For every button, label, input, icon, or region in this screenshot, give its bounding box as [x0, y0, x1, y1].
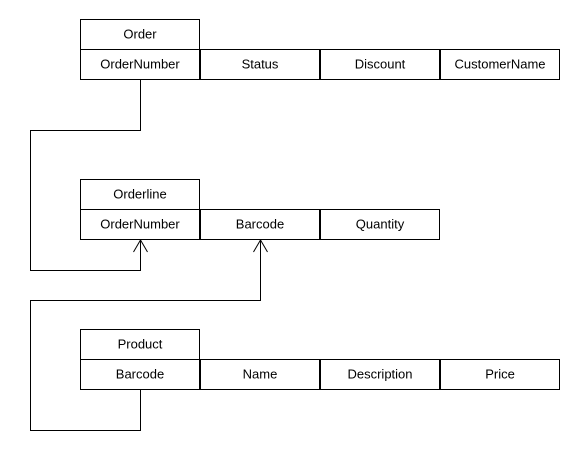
table-orderline-col-ordernumber: OrderNumber	[100, 217, 180, 232]
table-order-col-status: Status	[242, 57, 279, 72]
table-order-col-customername-box	[440, 49, 560, 80]
relation-order-to-orderline	[30, 80, 148, 271]
table-product-col-price: Price	[485, 367, 515, 382]
table-order-col-discount-box	[320, 49, 440, 80]
connector-line	[30, 80, 141, 271]
table-product-col-name-box	[200, 359, 320, 390]
table-orderline-col-quantity: Quantity	[356, 217, 405, 232]
table-product-title-box	[80, 329, 200, 360]
arrowhead-icon	[253, 239, 268, 253]
table-product-title: Product	[118, 337, 163, 352]
table-product-col-barcode: Barcode	[116, 367, 164, 382]
connector-line	[30, 240, 261, 431]
relation-product-to-orderline	[30, 239, 268, 431]
table-orderline-title-box	[80, 179, 200, 210]
table-order-col-ordernumber-box	[80, 49, 200, 80]
table-product-col-name: Name	[243, 367, 278, 382]
table-orderline: Orderline OrderNumber Barcode Quantity	[80, 179, 440, 240]
table-orderline-col-barcode: Barcode	[236, 217, 284, 232]
table-product-col-barcode-box	[80, 359, 200, 390]
table-order-title: Order	[123, 27, 157, 42]
table-orderline-col-quantity-box	[320, 209, 440, 240]
table-product-col-price-box	[440, 359, 560, 390]
table-order-title-box	[80, 19, 200, 50]
table-product-col-description: Description	[347, 367, 412, 382]
table-orderline-title: Orderline	[113, 187, 166, 202]
table-orderline-col-barcode-box	[200, 209, 320, 240]
table-orderline-col-ordernumber-box	[80, 209, 200, 240]
arrowhead-icon	[133, 239, 148, 253]
table-order: Order OrderNumber Status Discount Custom…	[80, 19, 560, 80]
table-order-col-discount: Discount	[355, 57, 406, 72]
table-product-col-description-box	[320, 359, 440, 390]
table-order-col-ordernumber: OrderNumber	[100, 57, 180, 72]
table-product: Product Barcode Name Description Price	[80, 329, 560, 390]
table-order-col-status-box	[200, 49, 320, 80]
table-order-col-customername: CustomerName	[454, 57, 545, 72]
